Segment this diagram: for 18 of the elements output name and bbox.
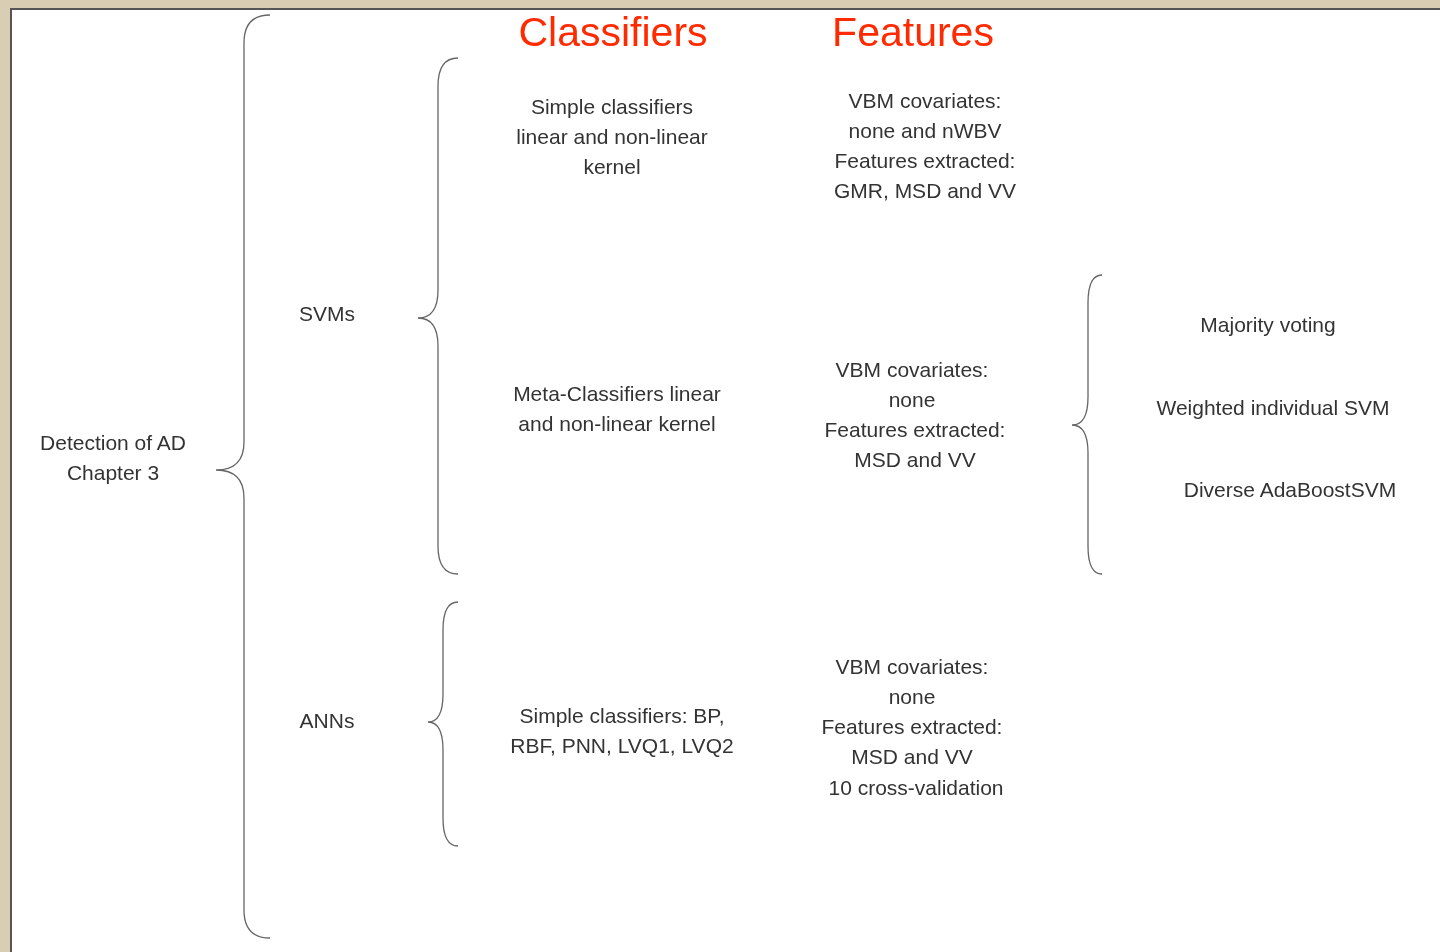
category-label: Features extracted: MSD and VV bbox=[823, 417, 1007, 473]
category-label: VBM covariates: none bbox=[834, 654, 990, 710]
column-heading: Features bbox=[832, 8, 994, 56]
category-label: Meta-Classifiers linear and non-linear kernel bbox=[512, 381, 722, 437]
category-label: Simple classifiers linear and non-linear kernel bbox=[515, 94, 709, 180]
category-label: 10 cross-validation bbox=[828, 775, 1004, 801]
column-heading: Classifiers bbox=[518, 8, 708, 56]
category-label: Diverse AdaBoostSVM bbox=[1183, 477, 1397, 503]
category-label: SVMs bbox=[299, 301, 355, 327]
category-label: Majority voting bbox=[1200, 312, 1336, 338]
category-label: Features extracted: MSD and VV bbox=[820, 714, 1004, 770]
category-label: Features extracted: GMR, MSD and VV bbox=[832, 148, 1018, 204]
category-label: Weighted individual SVM bbox=[1156, 395, 1390, 421]
category-label: Detection of AD Chapter 3 bbox=[39, 430, 187, 486]
category-label: VBM covariates: none bbox=[834, 357, 990, 413]
category-label: ANNs bbox=[299, 708, 355, 734]
category-label: VBM covariates: none and nWBV bbox=[847, 88, 1003, 144]
category-label: Simple classifiers: BP, RBF, PNN, LVQ1, LVQ2 bbox=[509, 703, 735, 759]
